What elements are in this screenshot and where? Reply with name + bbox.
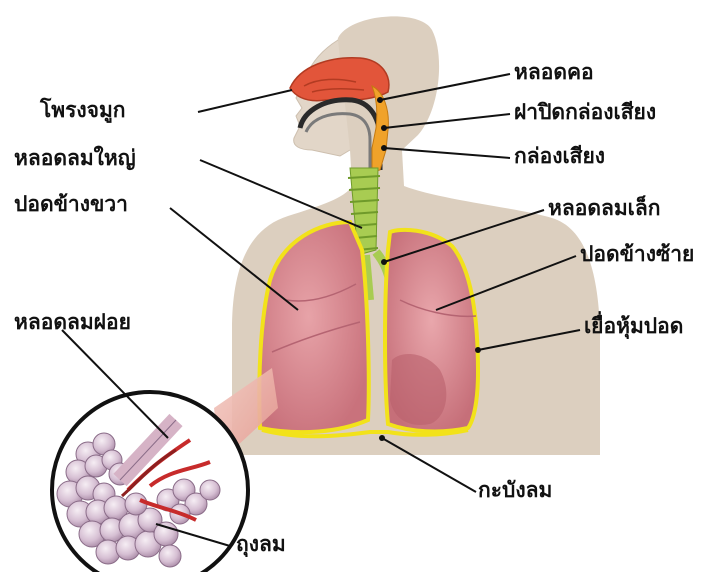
label-pleura: เยื่อหุ้มปอด [584, 316, 683, 337]
label-nasal-cavity: โพรงจมูก [40, 100, 126, 121]
leader-larynx [384, 148, 510, 158]
label-left-lung: ปอดข้างซ้าย [580, 244, 694, 265]
leader-nasal-cavity [198, 90, 292, 112]
label-right-lung: ปอดข้างขวา [14, 194, 128, 215]
label-trachea: หลอดลมใหญ่ [14, 148, 136, 169]
label-bronchus: หลอดลมเล็ก [548, 198, 660, 219]
label-bronchiole: หลอดลมฝอย [14, 312, 131, 333]
label-alveoli: ถุงลม [236, 534, 286, 555]
label-pharynx: หลอดคอ [514, 62, 594, 83]
label-diaphragm: กะบังลม [478, 480, 552, 501]
label-epiglottis: ฝาปิดกล่องเสียง [514, 102, 656, 123]
leader-trachea [200, 160, 362, 228]
label-larynx: กล่องเสียง [514, 146, 605, 167]
